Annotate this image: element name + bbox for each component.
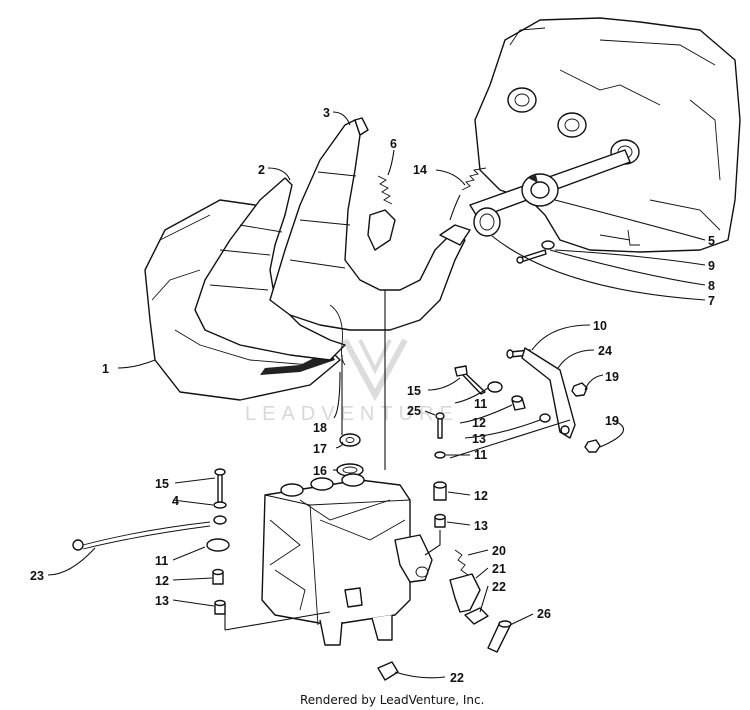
- footer-credit: Rendered by LeadVenture, Inc.: [300, 693, 484, 707]
- leader-mid-bottom: [424, 530, 441, 556]
- callout-4: 4: [172, 494, 179, 508]
- bracket-21: [449, 573, 481, 613]
- spring-6: [377, 175, 393, 205]
- callout-14: 14: [413, 163, 427, 177]
- washer-11-right: [487, 381, 503, 393]
- clip-22-bottom: [377, 661, 399, 681]
- callout-10: 10: [593, 319, 607, 333]
- callout-16: 16: [313, 464, 327, 478]
- callout-7: 7: [708, 294, 715, 308]
- callout-labels: 1 2 3 4 5 6 7 8 9 10 11 11 11 12 12 12 1…: [30, 106, 715, 685]
- bolt-15-right: [454, 365, 486, 395]
- callout-11-mid: 11: [474, 448, 487, 462]
- grommet-17: [339, 433, 361, 447]
- spacer-12-left: [212, 568, 224, 585]
- nut-19-top: [571, 382, 588, 397]
- callout-12-right: 12: [472, 416, 486, 430]
- callout-1: 1: [102, 362, 109, 376]
- spacer-13-mid: [434, 513, 446, 528]
- spring-20: [454, 549, 469, 576]
- spacer-13-left: [214, 599, 226, 615]
- spacer-12-mid: [433, 481, 447, 501]
- callout-9: 9: [708, 259, 715, 273]
- callout-12-left: 12: [155, 574, 169, 588]
- washer-left-large: [213, 515, 227, 525]
- clamp-wire-18: [329, 304, 346, 366]
- callout-5: 5: [708, 234, 715, 248]
- callout-23: 23: [30, 569, 44, 583]
- spacer-12-right: [511, 395, 526, 411]
- callout-21: 21: [492, 562, 506, 576]
- callout-18: 18: [313, 421, 327, 435]
- callout-22-right: 22: [492, 580, 506, 594]
- leader-lines: [47, 111, 706, 679]
- callout-12-mid: 12: [474, 489, 488, 503]
- leader-right-diag: [449, 419, 571, 459]
- callout-6: 6: [390, 137, 397, 151]
- callout-2: 2: [258, 163, 265, 177]
- callout-26: 26: [537, 607, 551, 621]
- silencer-box: [261, 473, 433, 646]
- spacer-13-right: [539, 413, 551, 423]
- leader-left-bottom: [224, 611, 331, 631]
- callout-19-top: 19: [605, 370, 619, 384]
- washer-11-mid: [434, 451, 446, 459]
- callout-13-mid: 13: [474, 519, 488, 533]
- callout-20: 20: [492, 544, 506, 558]
- callout-15-left: 15: [155, 477, 169, 491]
- callout-11-right: 11: [474, 397, 487, 411]
- callout-13-left: 13: [155, 594, 169, 608]
- ground-wire-23: [72, 521, 211, 551]
- callout-3: 3: [323, 106, 330, 120]
- spring-14: [461, 167, 487, 191]
- callout-15-right: 15: [407, 384, 421, 398]
- clip-22-right: [464, 607, 489, 625]
- expansion-chamber-3: [269, 117, 471, 331]
- washer-4: [213, 501, 227, 509]
- sleeve-26: [487, 620, 512, 653]
- callout-22-bottom: 22: [450, 671, 464, 685]
- watermark-text: LEADVENTURE: [245, 403, 459, 425]
- watermark-logo: [342, 338, 408, 402]
- nut-19-bottom: [584, 439, 601, 453]
- callout-11-left: 11: [155, 554, 168, 568]
- bolt-15-left: [214, 468, 226, 505]
- exhaust-flange: [521, 173, 559, 207]
- callout-19-bottom: 19: [605, 414, 619, 428]
- bolt-9: [516, 249, 547, 264]
- engine-block: [474, 17, 741, 253]
- expansion-chamber-2: [194, 177, 346, 361]
- bracket-24: [521, 347, 576, 439]
- callout-25: 25: [407, 404, 421, 418]
- washer-8: [541, 240, 555, 250]
- gasket-ring: [473, 207, 501, 237]
- mount-11-left: [206, 538, 230, 552]
- bolt-25: [435, 412, 445, 439]
- callout-17: 17: [313, 442, 327, 456]
- callout-24: 24: [598, 344, 612, 358]
- callout-13-right: 13: [472, 432, 486, 446]
- callout-8: 8: [708, 279, 715, 293]
